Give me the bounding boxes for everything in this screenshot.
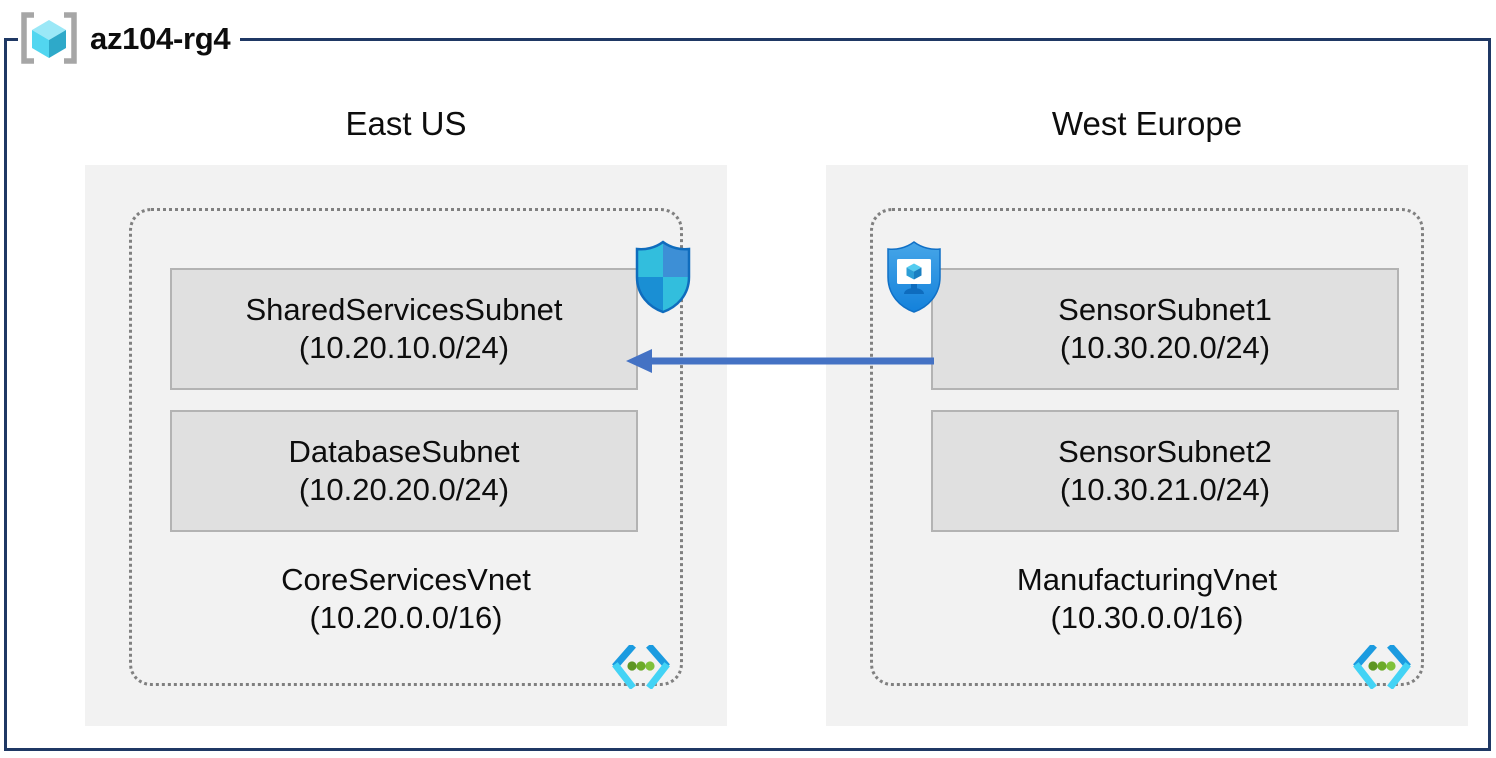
subnet-box-sensorsubnet2[interactable]: SensorSubnet2 (10.30.21.0/24) <box>931 410 1399 532</box>
resource-group-cube-icon <box>18 12 80 64</box>
network-security-group-shield-icon <box>632 239 694 315</box>
vnet-cidr: (10.20.0.0/16) <box>309 599 503 635</box>
resource-group-title: az104-rg4 <box>90 20 231 56</box>
vnet-box-manufacturingvnet[interactable]: SensorSubnet1 (10.30.20.0/24) SensorSubn… <box>870 208 1424 690</box>
vnet-label-coreservicesvnet: CoreServicesVnet (10.20.0.0/16) <box>132 561 680 637</box>
subnet-box-sensorsubnet1[interactable]: SensorSubnet1 (10.30.20.0/24) <box>931 268 1399 390</box>
subnet-name: SharedServicesSubnet <box>245 292 563 328</box>
subnet-box-databasesubnet[interactable]: DatabaseSubnet (10.20.20.0/24) <box>170 410 638 532</box>
virtual-network-icon <box>610 643 672 690</box>
subnet-name: SensorSubnet2 <box>1058 434 1272 470</box>
region-title-east-us: East US <box>345 105 467 142</box>
resource-group-label[interactable]: az104-rg4 <box>18 6 241 70</box>
security-center-monitor-shield-icon <box>883 239 945 315</box>
region-title-west-europe: West Europe <box>1051 105 1243 142</box>
subnet-cidr: (10.30.20.0/24) <box>1059 330 1271 365</box>
region-container-east-us: East US SharedServicesSubnet (10.20.10.0… <box>85 105 727 726</box>
vnet-label-manufacturingvnet: ManufacturingVnet (10.30.0.0/16) <box>873 561 1421 637</box>
subnet-name: SensorSubnet1 <box>1058 292 1272 328</box>
vnet-cidr: (10.30.0.0/16) <box>1050 599 1244 635</box>
subnet-name: DatabaseSubnet <box>288 434 520 470</box>
subnet-cidr: (10.20.10.0/24) <box>298 330 510 365</box>
virtual-network-icon <box>1351 643 1413 690</box>
subnet-cidr: (10.20.20.0/24) <box>298 472 510 507</box>
vnet-box-coreservicesvnet[interactable]: SharedServicesSubnet (10.20.10.0/24) Dat… <box>129 208 691 690</box>
subnet-box-sharedservicessubnet[interactable]: SharedServicesSubnet (10.20.10.0/24) <box>170 268 638 390</box>
vnet-name: CoreServicesVnet <box>281 562 531 597</box>
subnet-cidr: (10.30.21.0/24) <box>1059 472 1271 507</box>
vnet-name: ManufacturingVnet <box>1016 562 1278 597</box>
resource-group-frame: East US SharedServicesSubnet (10.20.10.0… <box>4 38 1491 751</box>
region-container-west-europe: West Europe SensorSubnet1 (10.30.20.0/24… <box>826 105 1468 726</box>
peering-arrow-icon <box>622 335 937 387</box>
